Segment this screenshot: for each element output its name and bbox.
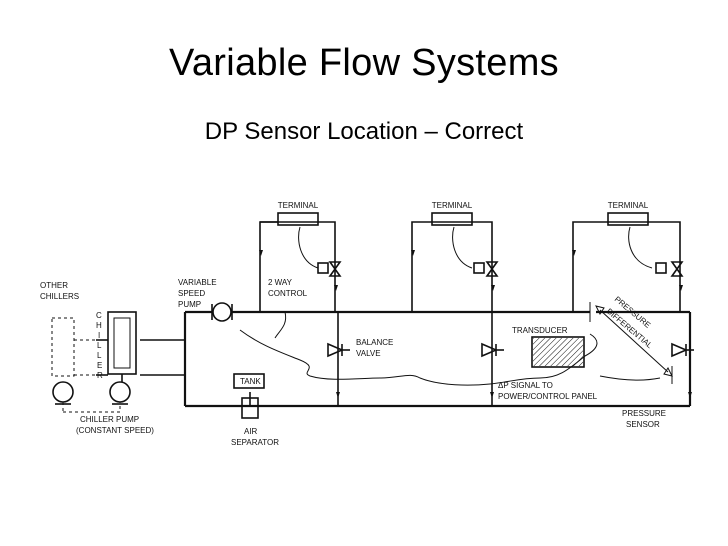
pump-label: VARIABLE: [178, 278, 217, 287]
balance-valve-label: BALANCE: [356, 338, 393, 347]
tank-label: TANK: [240, 377, 261, 386]
pressure-sensor-label: PRESSURE: [622, 409, 666, 418]
dp-signal-label: POWER/CONTROL PANEL: [498, 392, 598, 401]
chiller-letter: E: [97, 361, 102, 370]
terminal-loop-1: TERMINAL: [259, 201, 342, 312]
other-chillers-label: CHILLERS: [40, 292, 79, 301]
balance-valve-1: BALANCE VALVE: [327, 338, 393, 358]
tank: TANK: [233, 373, 265, 389]
pressure-differential: PRESSURE DIFFERENTIAL: [589, 295, 673, 384]
terminal-label: TERMINAL: [432, 201, 473, 210]
flow-arrows: [259, 250, 692, 398]
slide-subtitle: DP Sensor Location – Correct: [204, 118, 524, 145]
transducer: TRANSDUCER ΔP SIGNAL TO POWER/CONTROL PA…: [498, 326, 598, 401]
slide-title: Variable Flow Systems: [169, 42, 559, 84]
balance-valve-3: [671, 342, 694, 358]
pressure-sensor-label: SENSOR: [626, 420, 660, 429]
variable-speed-pump: VARIABLE SPEED PUMP: [178, 278, 233, 322]
dp-signal-label: ΔP SIGNAL TO: [498, 381, 553, 390]
chiller-letter: L: [97, 341, 102, 350]
balance-valve-label: VALVE: [356, 349, 381, 358]
chiller-pump-label: (CONSTANT SPEED): [76, 426, 154, 435]
air-separator: AIR SEPARATOR: [231, 397, 279, 447]
terminal-label: TERMINAL: [608, 201, 649, 210]
terminal-label: TERMINAL: [278, 201, 319, 210]
transducer-label: TRANSDUCER: [512, 326, 568, 335]
chiller-letter: C: [96, 311, 102, 320]
chiller: C H I L L E R CHILLER PUMP (CONSTANT SPE…: [76, 311, 154, 435]
chiller-letter: R: [97, 371, 103, 380]
balance-valve-2: [481, 342, 504, 358]
other-chillers: OTHER CHILLERS: [40, 281, 121, 413]
chiller-pump-label: CHILLER PUMP: [80, 415, 139, 424]
control-wiring: [274, 311, 287, 339]
control-wiring: [599, 375, 661, 381]
other-chillers-label: OTHER: [40, 281, 68, 290]
two-way-control-label: CONTROL: [268, 289, 308, 298]
pump-label: PUMP: [178, 300, 201, 309]
chiller-letter: L: [97, 351, 102, 360]
terminal-loop-2: TERMINAL: [411, 201, 499, 312]
terminal-loop-3: TERMINAL: [572, 201, 684, 312]
air-separator-label: AIR: [244, 427, 258, 436]
two-way-control-label: 2 WAY: [268, 278, 293, 287]
air-separator-label: SEPARATOR: [231, 438, 279, 447]
main-piping: [96, 310, 692, 408]
chiller-letter: H: [96, 321, 102, 330]
chiller-letter: I: [98, 331, 100, 340]
pump-label: SPEED: [178, 289, 205, 298]
